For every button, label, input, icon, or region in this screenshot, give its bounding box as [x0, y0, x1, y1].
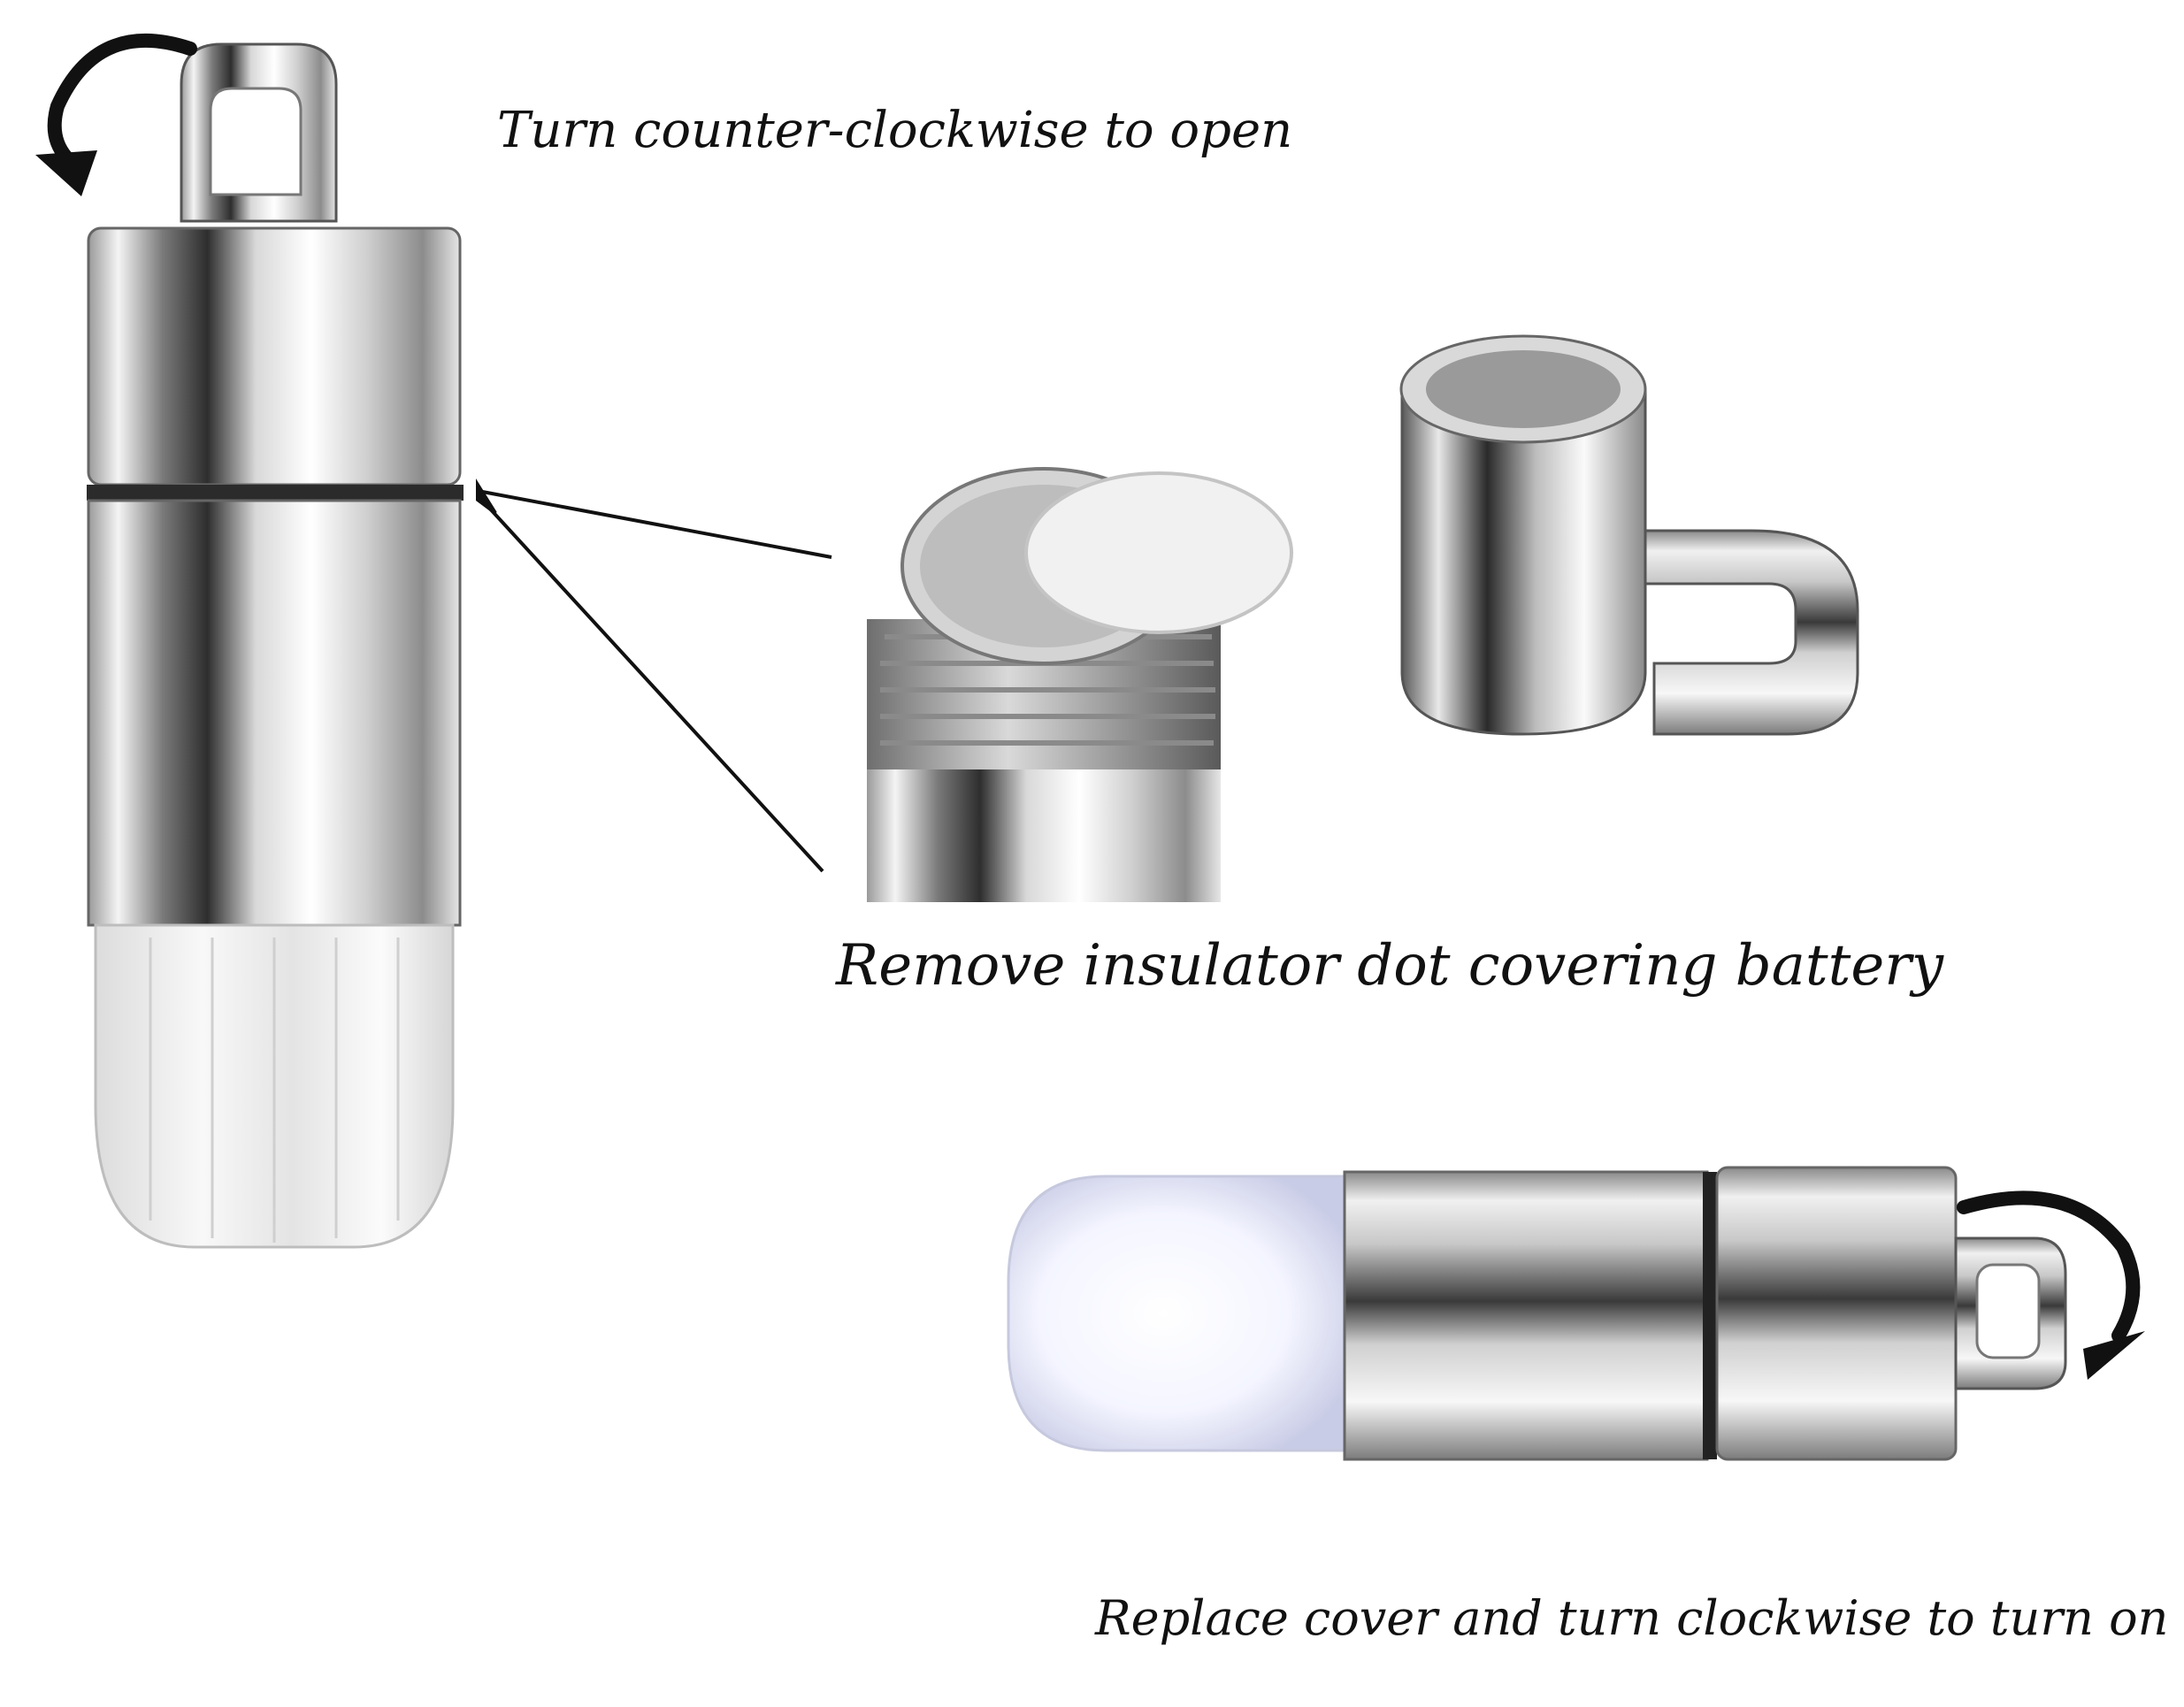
led-light-lit	[1007, 1166, 2067, 1461]
lit-upper-cap	[1715, 1166, 1958, 1461]
clockwise-arrow-icon	[1957, 1190, 2145, 1380]
lower-body	[87, 499, 462, 927]
insulator-dot	[1024, 471, 1293, 634]
lit-body-seam	[1703, 1172, 1717, 1459]
battery-closeup	[867, 467, 1293, 902]
upper-cap	[87, 226, 462, 486]
caption-replace-instruction: Replace cover and turn clockwise to turn…	[1095, 1590, 2169, 1646]
lit-lower-body	[1343, 1170, 1709, 1461]
body-seam	[87, 485, 464, 501]
led-light-upright	[87, 42, 464, 1249]
caption-insulator-instruction: Remove insulator dot covering battery	[836, 933, 1943, 999]
glowing-dome	[1007, 1175, 1355, 1452]
caption-open-instruction: Turn counter-clockwise to open	[497, 102, 1293, 159]
counter-clockwise-arrow-icon	[35, 33, 197, 196]
zoom-pointer-lines	[476, 478, 832, 873]
removed-cap	[1399, 334, 1859, 736]
